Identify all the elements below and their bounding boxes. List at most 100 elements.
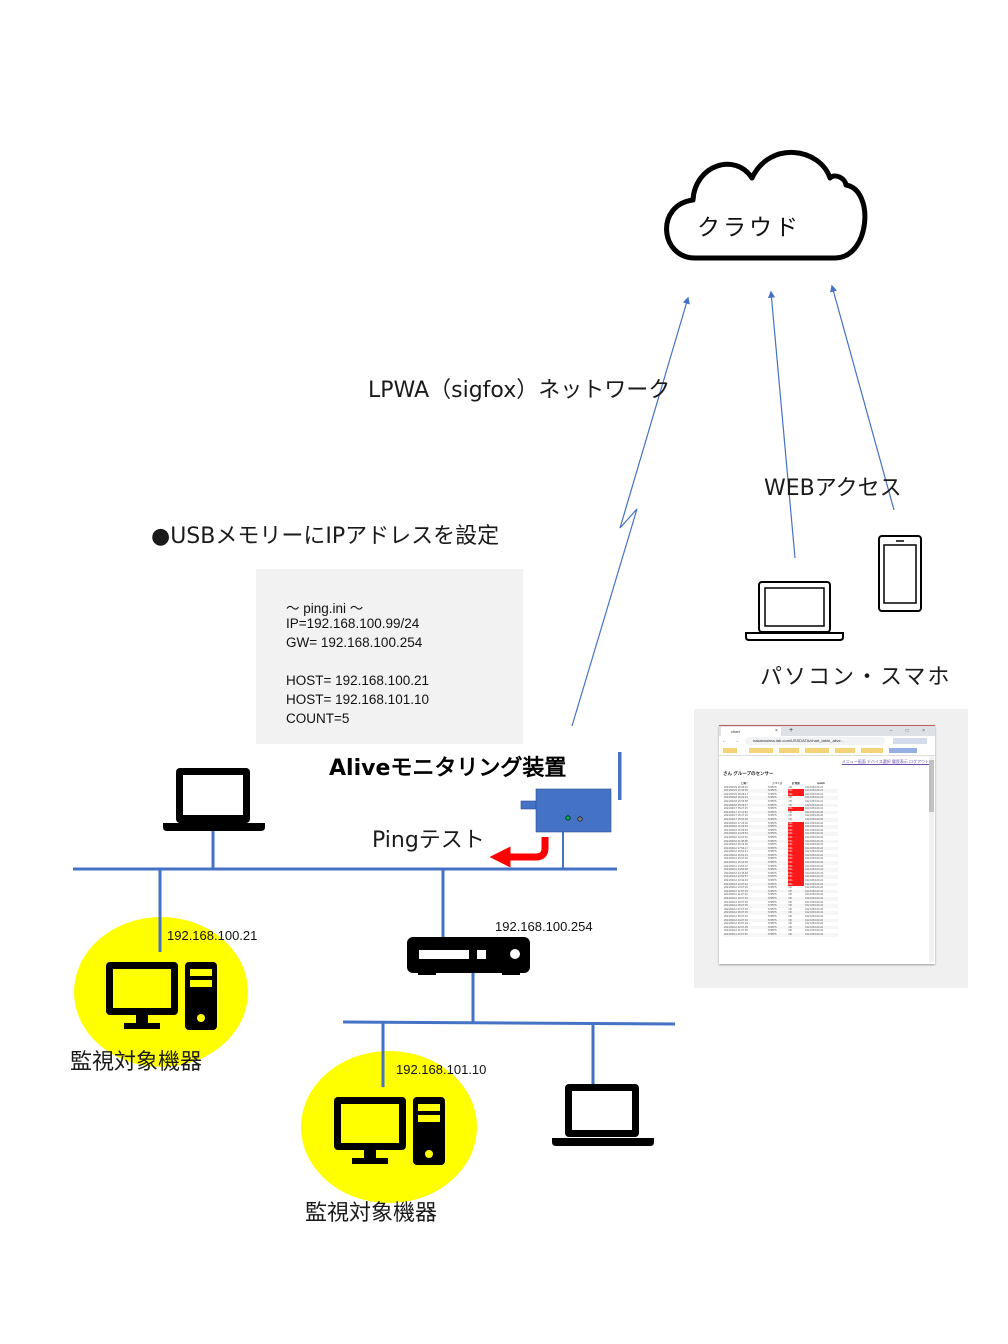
status-cell: NG bbox=[787, 868, 805, 872]
table-cell: T2PIPS bbox=[767, 922, 777, 926]
table-header-cell[interactable]: 日時 ↑ bbox=[741, 782, 749, 785]
table-cell: 192.168.100.22 bbox=[804, 889, 838, 894]
ini-line: COUNT=5 bbox=[286, 711, 350, 726]
window-controls[interactable]: – □ × bbox=[889, 728, 931, 734]
status-cell: OK bbox=[787, 817, 805, 822]
table-cell: 192.168.100.22 bbox=[805, 893, 824, 897]
table-cell: 192.168.100.22 bbox=[804, 846, 838, 851]
table-cell: 2021/03/23 16:29:41 bbox=[724, 792, 748, 796]
status-cell: OK bbox=[788, 886, 793, 890]
menu-links[interactable]: メニュー画面 デバイス選択 履歴表示 ログアウト bbox=[841, 759, 929, 764]
ping-ini-box: ～ ping.ini ～ IP=192.168.100.99/24 GW= 19… bbox=[256, 569, 523, 744]
url-input[interactable]: nakanosima-lab.com/USSDATA/chart_table_a… bbox=[745, 737, 885, 745]
table-cell: T2PIPS bbox=[767, 821, 777, 825]
table-cell: 192.168.100.21 bbox=[805, 792, 824, 796]
table-cell: 192.168.100.21 bbox=[804, 789, 838, 793]
scrollbar[interactable] bbox=[929, 756, 934, 962]
status-cell: NG bbox=[787, 821, 805, 826]
table-cell: T2PIPS bbox=[766, 897, 788, 901]
laptop-lan-icon bbox=[163, 768, 265, 831]
status-cell: OK bbox=[787, 918, 805, 923]
table-cell: T2PIPS bbox=[767, 785, 777, 789]
status-cell: OK bbox=[788, 799, 793, 803]
lpwa-network-label: LPWA（sigfox）ネットワーク bbox=[368, 378, 671, 403]
table-cell: 192.168.100.22 bbox=[805, 850, 824, 854]
scroll-thumb[interactable] bbox=[929, 760, 934, 812]
table-header-cell: ipaddr bbox=[817, 782, 825, 785]
status-cell: OK bbox=[787, 889, 805, 894]
table-cell: T2PIPS bbox=[767, 879, 777, 883]
bookmark-item[interactable] bbox=[749, 748, 773, 753]
table-cell: 2021/03/12 05:07:34 bbox=[724, 914, 748, 918]
table-cell: 2021/03/17 15:27:45 bbox=[724, 807, 748, 811]
table-cell: 2021/03/16 13:37:52 bbox=[724, 835, 748, 839]
new-tab-icon[interactable]: + bbox=[789, 727, 794, 734]
table-cell: 192.168.100.22 bbox=[805, 828, 824, 832]
table-cell: T2PIPS bbox=[766, 803, 788, 808]
table-cell: T2PIPS bbox=[766, 868, 788, 872]
led-green bbox=[565, 815, 571, 821]
table-cell: 192.168.100.22 bbox=[804, 932, 838, 937]
status-cell: NG bbox=[787, 825, 805, 829]
tab-close-icon[interactable]: × bbox=[775, 728, 778, 734]
bookmark-item[interactable] bbox=[805, 748, 829, 753]
status-cell: NG bbox=[787, 807, 805, 811]
table-cell: 2021/03/12 04:07:34 bbox=[723, 918, 767, 923]
web-access-arrow-pc bbox=[767, 290, 796, 559]
table-cell: 2021/03/23 16:34:36 bbox=[723, 789, 767, 793]
table-cell: 2021/03/23 16:33:33 bbox=[724, 785, 748, 789]
table-cell: T2PIPS bbox=[766, 853, 788, 858]
status-cell: NG bbox=[787, 875, 805, 880]
bookmark-item[interactable] bbox=[835, 748, 855, 753]
table-cell: 192.168.100.22 bbox=[805, 929, 824, 933]
table-cell: 192.168.100.22 bbox=[805, 843, 824, 847]
table-cell: T2PIPS bbox=[767, 907, 777, 911]
status-cell: NG bbox=[787, 861, 805, 865]
table-cell: T2PIPS bbox=[766, 918, 788, 923]
smartphone-icon bbox=[878, 535, 922, 612]
browser-address-bar: ← → C nakanosima-lab.com/USSDATA/chart_t… bbox=[719, 736, 935, 746]
status-cell: NG bbox=[787, 846, 805, 851]
table-cell: 2021/03/12 10:07:34 bbox=[723, 897, 767, 901]
table-cell: 192.168.100.22 bbox=[804, 904, 838, 908]
table-cell: T2PIPS bbox=[767, 792, 777, 796]
table-cell: 192.168.100.22 bbox=[804, 868, 838, 872]
bookmark-item[interactable] bbox=[779, 748, 799, 753]
status-cell: NG bbox=[787, 843, 805, 847]
status-cell: OK bbox=[788, 893, 793, 897]
bookmark-item[interactable] bbox=[861, 748, 883, 753]
table-cell: 2021/03/12 13:53:57 bbox=[723, 875, 767, 880]
browser-tab[interactable]: chart bbox=[721, 727, 781, 736]
table-cell: 192.168.100.22 bbox=[804, 861, 838, 865]
table-cell: 2021/03/12 15:13:06 bbox=[723, 861, 767, 865]
status-cell: OK bbox=[787, 803, 805, 808]
led-gray bbox=[577, 816, 583, 822]
status-cell: NG bbox=[787, 792, 805, 797]
bookmark-item[interactable] bbox=[723, 748, 737, 753]
status-cell: OK bbox=[788, 922, 793, 926]
table-cell: T2PIPS bbox=[767, 843, 777, 847]
status-cell: OK bbox=[788, 929, 793, 933]
table-cell: 2021/03/12 12:07:34 bbox=[723, 889, 767, 894]
table-cell: T2PIPS bbox=[766, 839, 788, 844]
ini-line: IP=192.168.100.99/24 bbox=[286, 616, 420, 631]
status-cell: OK bbox=[788, 907, 793, 911]
bookmark-item[interactable] bbox=[889, 748, 917, 753]
table-header-cell: 計測値 bbox=[791, 782, 800, 785]
table-cell: T2PIPS bbox=[766, 932, 788, 937]
table-cell: 192.168.100.22 bbox=[804, 839, 838, 844]
status-cell: OK bbox=[787, 810, 805, 815]
table-cell: 2021/03/12 14:54:07 bbox=[724, 864, 748, 868]
table-cell: 2021/03/12 02:07:35 bbox=[723, 925, 767, 930]
browser-nav-icons[interactable]: ← → C bbox=[722, 738, 754, 744]
